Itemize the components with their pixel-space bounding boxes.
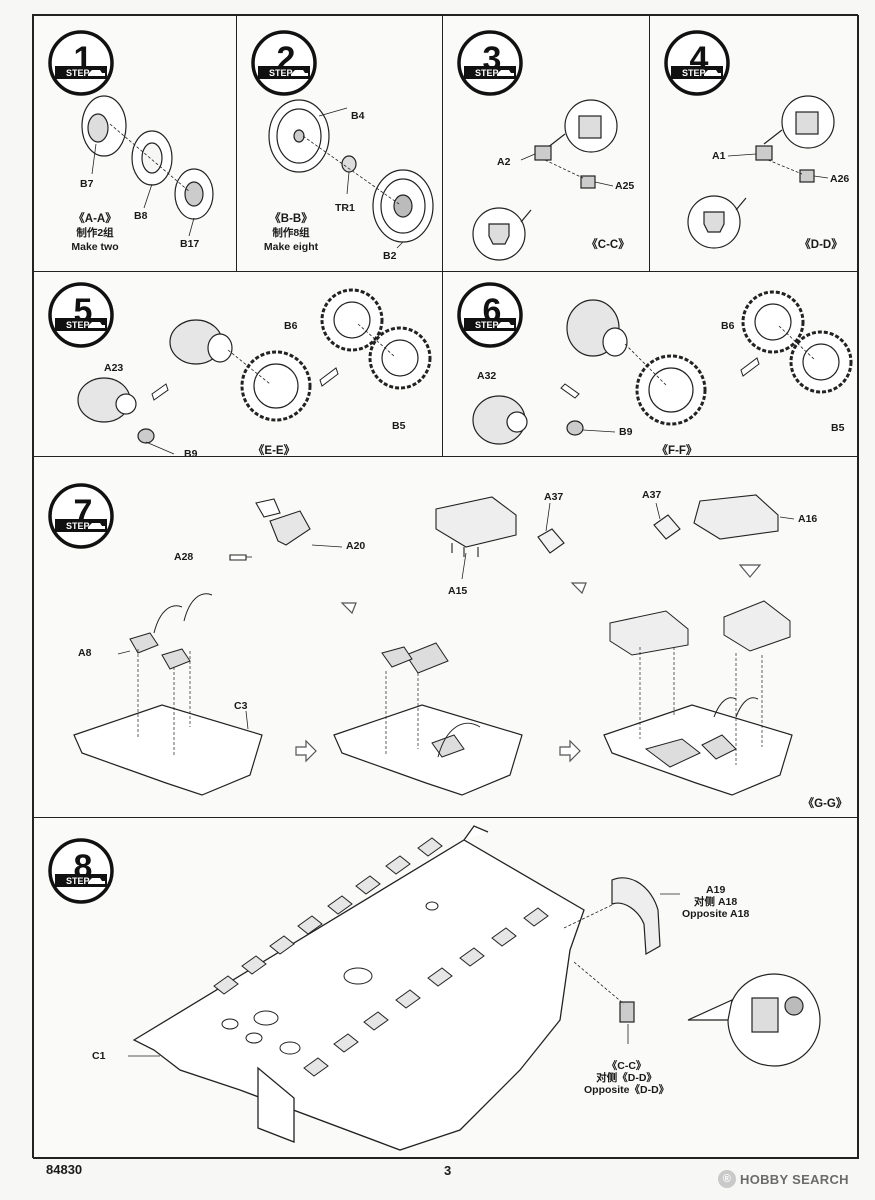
part-label-a2: A2 [497, 156, 511, 168]
step-5-caption: 《E-E》 [242, 444, 306, 457]
step-2-caption: 《B-B》 制作8组 Make eight [249, 212, 333, 254]
caption-cn: 制作8组 [272, 226, 310, 239]
part-label-a19: A19 对侧 A18 Opposite A18 [682, 884, 749, 920]
part-label-b8: B8 [134, 210, 148, 222]
caption-code: 《D-D》 [799, 239, 843, 251]
dd-en: Opposite《D-D》 [584, 1084, 670, 1097]
caption-code: 《G-G》 [802, 798, 848, 810]
caption-code: 《B-B》 [269, 213, 313, 225]
watermark: ® HOBBY SEARCH [718, 1170, 849, 1188]
caption-code: 《C-C》 [586, 239, 630, 251]
part-label-a1: A1 [712, 150, 726, 162]
caption-cn: 制作2组 [76, 226, 114, 239]
step-4-badge: 4 STEP [664, 30, 730, 96]
step-8-drawing [128, 825, 821, 1151]
step-word: STEP [66, 320, 90, 330]
part-label-a20: A20 [346, 540, 366, 552]
watermark-logo-icon: ® [718, 1170, 736, 1188]
part-label-a15: A15 [448, 585, 468, 597]
part-label-b5: B5 [831, 422, 845, 434]
step-6-drawing [472, 290, 853, 445]
caption-code: 《A-A》 [73, 213, 117, 225]
a19-cn: 对侧 A18 [694, 896, 738, 909]
part-label-b17: B17 [180, 238, 200, 250]
step-4-caption: 《D-D》 [786, 238, 856, 253]
step-7-badge: 7 STEP [48, 483, 114, 549]
step-6-badge: 6 STEP [457, 282, 523, 348]
step-5-panel: 5 STEP [33, 271, 443, 457]
part-label-a25: A25 [615, 180, 635, 192]
part-label-a8: A8 [78, 647, 92, 659]
step-5-drawing [77, 288, 432, 455]
step-3-drawing [472, 99, 618, 261]
page-number: 3 [444, 1163, 452, 1178]
step-4-drawing [687, 95, 835, 249]
caption-code: 《E-E》 [252, 445, 296, 457]
step-5-badge: 5 STEP [48, 282, 114, 348]
step-word: STEP [66, 68, 90, 78]
part-label-a37-right: A37 [642, 489, 662, 501]
step-7-caption: 《G-G》 [794, 797, 856, 812]
part-label-a26: A26 [830, 173, 850, 185]
step-word: STEP [269, 68, 293, 78]
step-2-badge: 2 STEP [251, 30, 317, 96]
step-3-caption: 《C-C》 [573, 238, 643, 253]
step-1-caption: 《A-A》 制作2组 Make two [48, 212, 142, 254]
dd-cn: 对侧《D-D》 [596, 1072, 657, 1085]
part-label-b9: B9 [619, 426, 633, 438]
a19-en: Opposite A18 [682, 908, 750, 921]
step-word: STEP [682, 68, 706, 78]
part-label-tr1: TR1 [335, 202, 355, 214]
caption-en: Make two [71, 240, 119, 253]
part-label-b6: B6 [721, 320, 735, 332]
step-7-drawing [73, 494, 795, 796]
step-8-panel: 8 STEP [33, 817, 859, 1159]
step-word: STEP [475, 320, 499, 330]
part-label-b2: B2 [383, 250, 397, 262]
step-6-caption: 《F-F》 [645, 444, 709, 457]
product-code: 84830 [46, 1162, 83, 1177]
step-1-badge: 1 STEP [48, 30, 114, 96]
part-label-b6: B6 [284, 320, 298, 332]
step-8-badge: 8 STEP [48, 838, 114, 904]
cc-code: 《C-C》 [606, 1060, 647, 1072]
caption-code: 《F-F》 [656, 445, 698, 457]
step-word: STEP [475, 68, 499, 78]
step-6-panel: 6 STEP [442, 271, 859, 457]
part-label-a16: A16 [798, 513, 818, 525]
a19-code: A19 [706, 884, 726, 896]
part-label-b9: B9 [184, 448, 198, 457]
part-label-c3: C3 [234, 700, 248, 712]
step-2-panel: 2 STEP B4 TR1 B2 《B-B》 制作8组 [236, 15, 443, 272]
part-label-b5: B5 [392, 420, 406, 432]
part-label-a32: A32 [477, 370, 497, 382]
part-label-c1: C1 [92, 1050, 106, 1062]
instruction-sheet: 1 STEP B7 B8 B17 《A-A》 制 [32, 14, 859, 1159]
step-4-panel: 4 STEP A1 A26 《D-D》 [649, 15, 859, 272]
step-3-badge: 3 STEP [457, 30, 523, 96]
step-1-panel: 1 STEP B7 B8 B17 《A-A》 制 [33, 15, 237, 272]
part-label-a23: A23 [104, 362, 124, 374]
step-2-drawing [268, 99, 434, 249]
callout-cc-dd: 《C-C》 对侧《D-D》 Opposite《D-D》 [584, 1060, 669, 1096]
part-label-a28: A28 [174, 551, 194, 563]
step-1-drawing [81, 95, 214, 237]
part-label-a37-left: A37 [544, 491, 564, 503]
part-label-b7: B7 [80, 178, 94, 190]
step-word: STEP [66, 876, 90, 886]
part-label-b4: B4 [351, 110, 365, 122]
watermark-text: HOBBY SEARCH [740, 1171, 849, 1187]
step-3-panel: 3 STEP A2 A25 《C-C》 [442, 15, 650, 272]
caption-en: Make eight [263, 240, 319, 253]
step-word: STEP [66, 521, 90, 531]
step-7-panel: 7 STEP [33, 456, 859, 818]
